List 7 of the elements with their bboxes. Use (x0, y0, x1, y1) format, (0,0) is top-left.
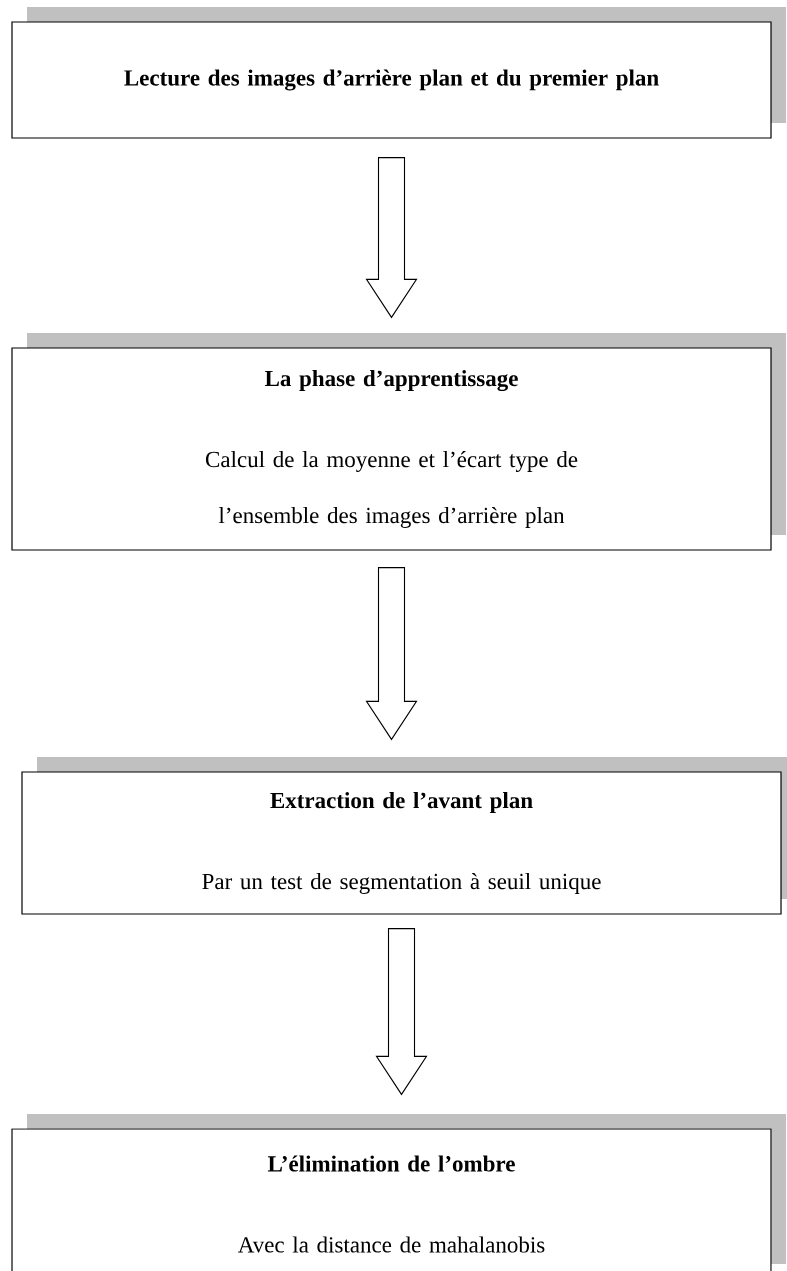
process-box: La phase d’apprentissage Calcul de la moyenne et l’écart type de l’ensemble des images d’arrière plan (11, 333, 786, 551)
block-arrow (375, 928, 428, 1096)
process-box: Lecture des images d’arrière plan et du premier plan (11, 7, 786, 139)
process-box: Extraction de l’avant plan Par un test de segmentation à seuil unique (21, 757, 787, 915)
block-arrow (365, 157, 418, 319)
process-box: L’élimination de l’ombre Avec la distance de mahalanobis (11, 1114, 786, 1271)
block-arrow (365, 567, 418, 741)
